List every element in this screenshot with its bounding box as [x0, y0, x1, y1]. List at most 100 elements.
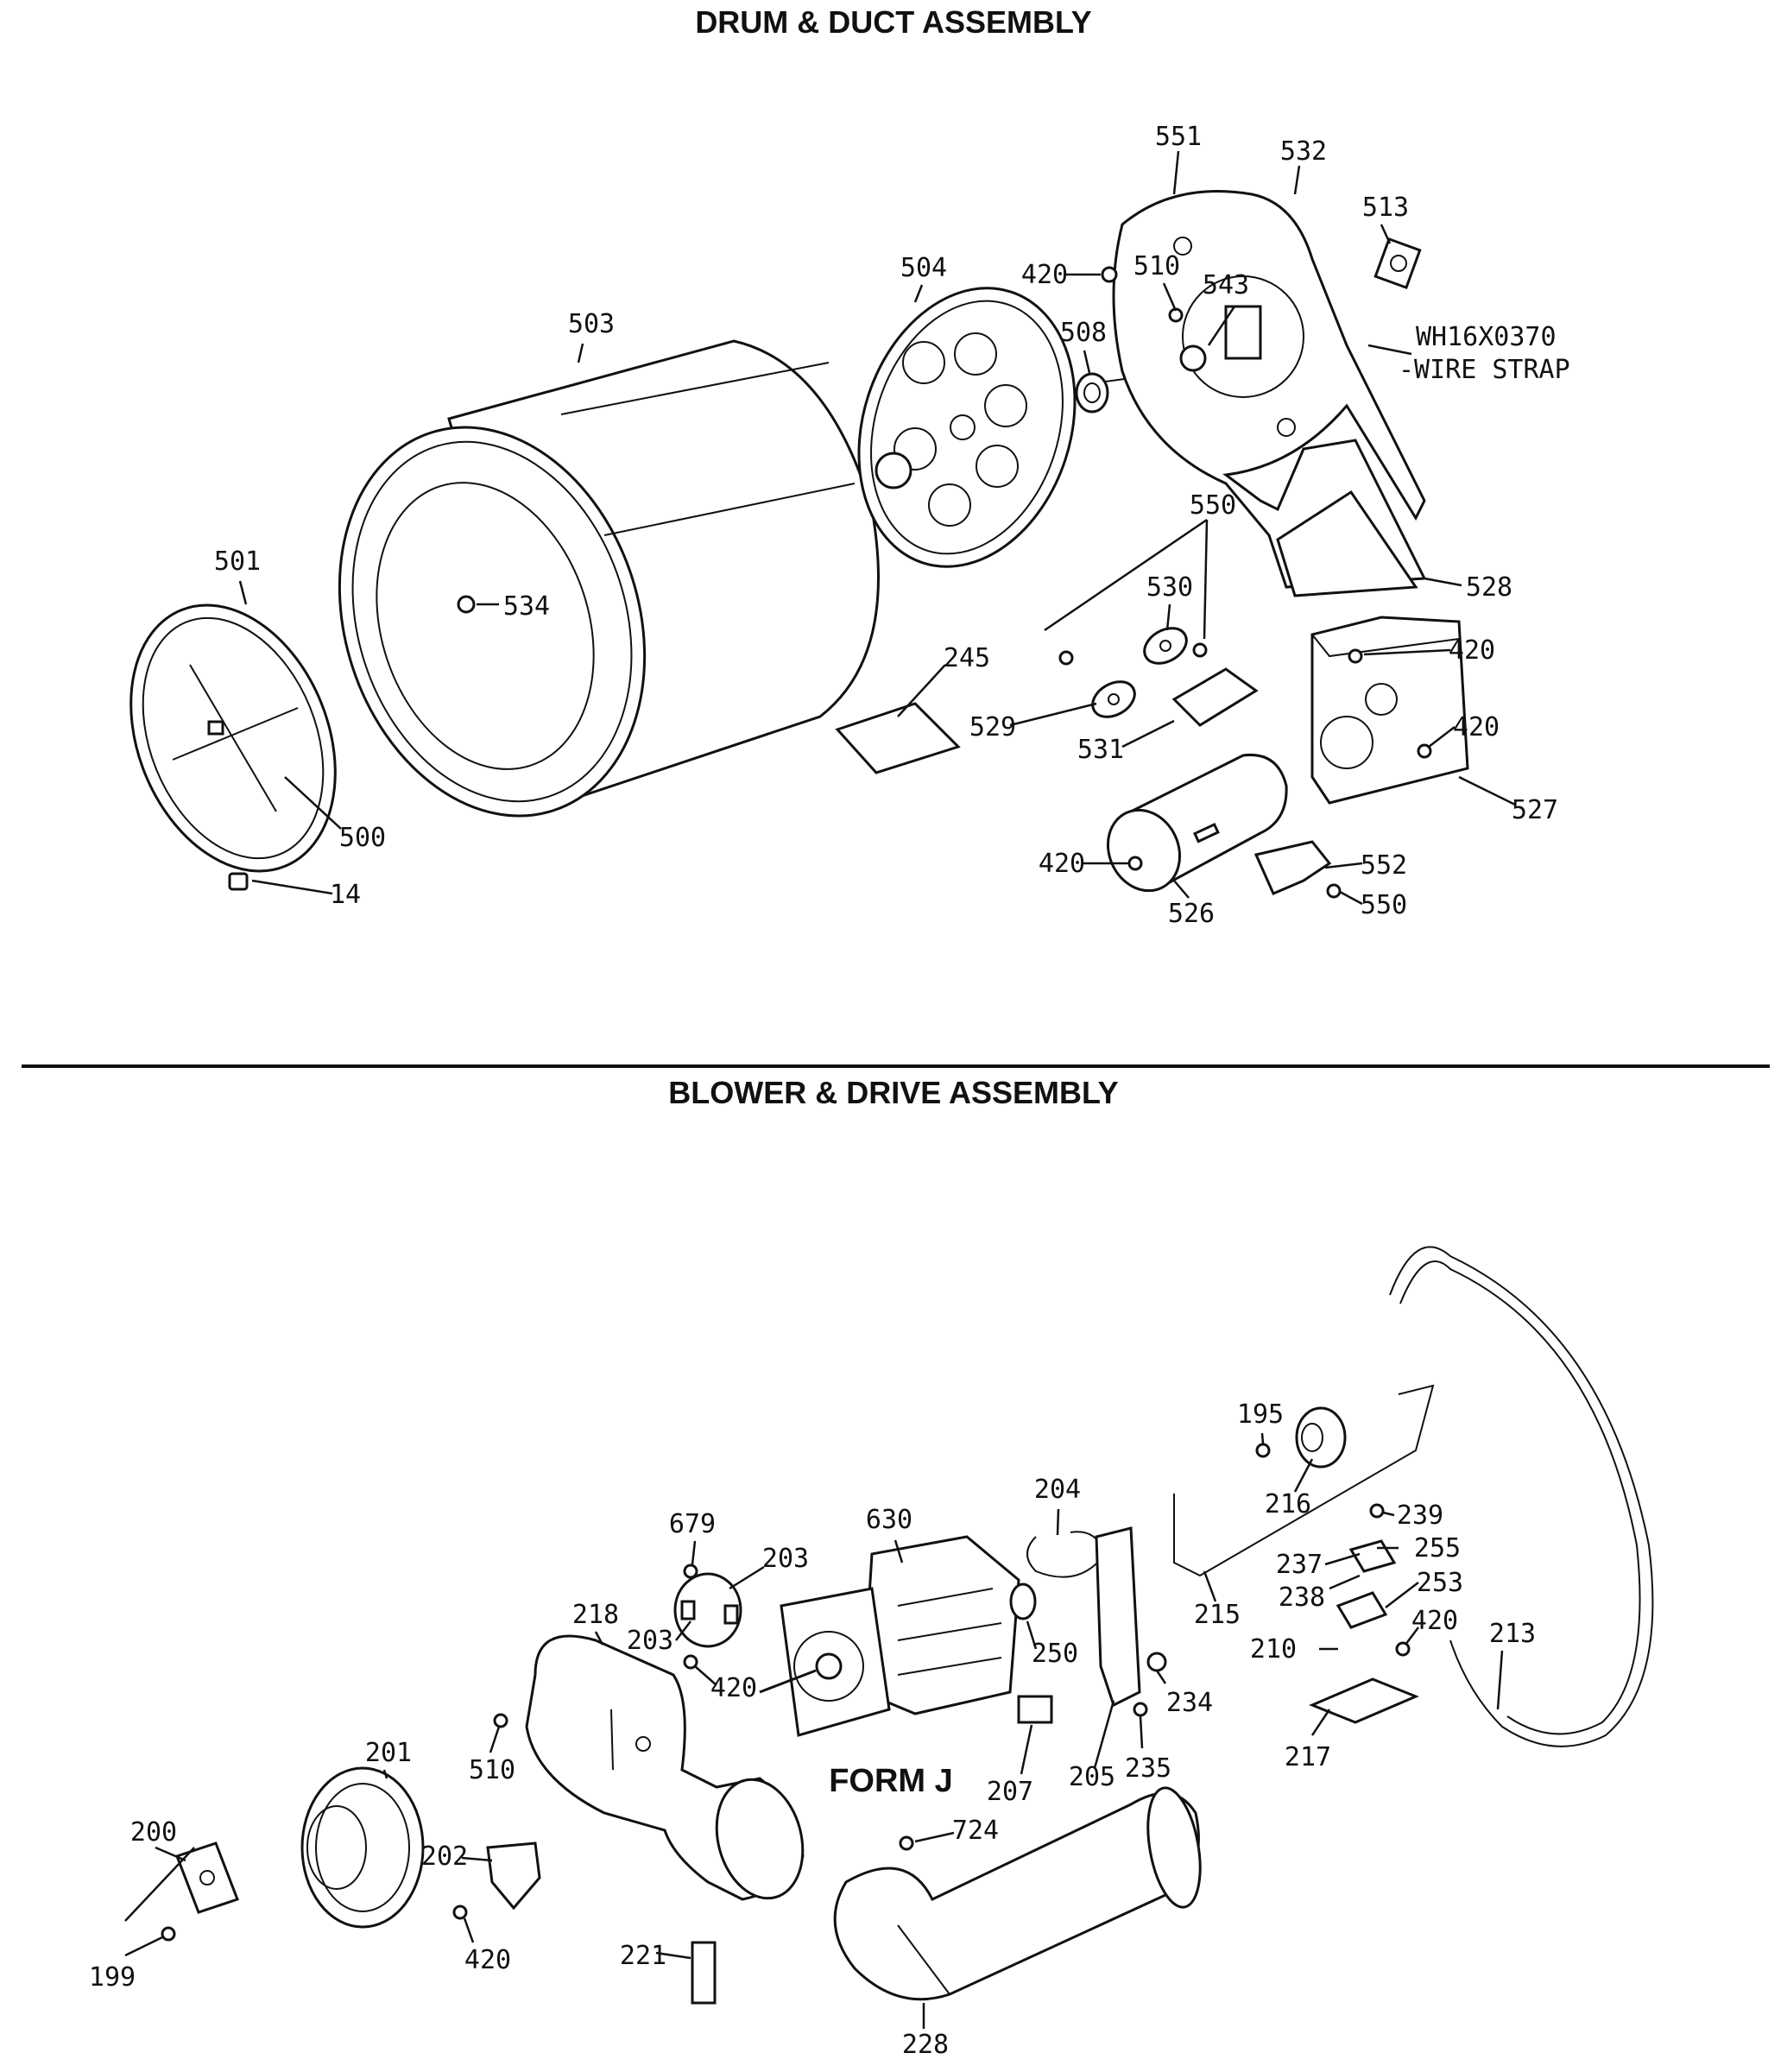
part-201-blower-wheel [300, 1766, 425, 1929]
callout-552: 552 [1361, 850, 1407, 881]
callout-250: 250 [1032, 1639, 1078, 1669]
callout-237: 237 [1276, 1550, 1323, 1580]
callout-228: 228 [902, 2030, 949, 2060]
callout-218: 218 [572, 1600, 619, 1630]
callout-420-lower-c: 420 [464, 1945, 511, 1975]
part-207-switch [1017, 1695, 1053, 1724]
wire-strap-part-number: WH16X0370 [1416, 322, 1557, 352]
part-527-bracket [1310, 616, 1469, 805]
part-501-seal-ring [129, 603, 337, 873]
part-530-thermostat [1143, 627, 1188, 665]
callout-420-upper-d: 420 [1039, 849, 1085, 879]
part-503-drum [338, 339, 880, 818]
form-label: FORM J [829, 1763, 953, 1799]
part-531-plate [1171, 667, 1259, 727]
callout-501: 501 [214, 546, 261, 577]
part-216-idler-pulley [1295, 1406, 1347, 1469]
callout-239: 239 [1397, 1500, 1443, 1531]
part-513-thermostat [1373, 237, 1422, 290]
callout-195: 195 [1237, 1399, 1284, 1430]
callout-420-upper-b: 420 [1449, 635, 1495, 666]
callout-253: 253 [1417, 1568, 1463, 1598]
part-508-bearing [1075, 372, 1132, 414]
callout-503: 503 [568, 309, 615, 339]
callout-210: 210 [1250, 1634, 1297, 1665]
callout-510-upper: 510 [1133, 251, 1180, 281]
callout-508: 508 [1060, 318, 1107, 348]
callout-526: 526 [1168, 899, 1215, 929]
part-203-clamp [673, 1572, 742, 1648]
callout-550-lower: 550 [1361, 890, 1407, 920]
part-245-label [835, 702, 961, 774]
callout-543: 543 [1203, 270, 1249, 300]
part-200-bracket [175, 1841, 239, 1914]
callout-14: 14 [330, 880, 361, 910]
callout-528: 528 [1466, 572, 1512, 603]
callout-420-lower-a: 420 [1411, 1606, 1458, 1636]
callout-531: 531 [1077, 735, 1124, 765]
part-630-motor [759, 1535, 1020, 1737]
callout-221: 221 [620, 1941, 666, 1971]
callout-551: 551 [1155, 122, 1202, 152]
part-205-mount [1095, 1526, 1141, 1708]
callout-204: 204 [1034, 1475, 1081, 1505]
callout-203-lower: 203 [627, 1626, 673, 1656]
leader-lines [124, 150, 1516, 2029]
callout-255: 255 [1414, 1533, 1461, 1563]
callout-530: 530 [1146, 572, 1193, 603]
callout-216: 216 [1265, 1489, 1311, 1519]
part-210-bracket [1336, 1591, 1388, 1629]
callout-238: 238 [1279, 1582, 1325, 1613]
callout-205: 205 [1069, 1762, 1115, 1792]
part-552-terminal [1253, 840, 1332, 895]
part-529-thermostat [1091, 680, 1136, 718]
blower-drive-heading: BLOWER & DRIVE ASSEMBLY [668, 1075, 1118, 1110]
callout-630: 630 [866, 1505, 912, 1535]
callout-513: 513 [1362, 193, 1409, 223]
callout-534: 534 [503, 591, 550, 622]
part-217-base [1309, 1677, 1419, 1724]
callout-217: 217 [1285, 1742, 1331, 1772]
callout-234: 234 [1166, 1688, 1213, 1718]
callout-420-upper-a: 420 [1021, 260, 1068, 290]
part-228-exhaust-duct [833, 1786, 1202, 2001]
callout-550-upper: 550 [1190, 490, 1236, 521]
part-504-rear-panel [857, 287, 1077, 568]
part-14-clip [228, 872, 249, 891]
callout-213: 213 [1489, 1619, 1536, 1649]
callout-245: 245 [944, 643, 990, 673]
callout-199: 199 [89, 1962, 136, 1993]
callout-200: 200 [130, 1817, 177, 1848]
callout-420-upper-c: 420 [1453, 712, 1500, 742]
screws-upper [1058, 266, 1432, 899]
drum-duct-heading: DRUM & DUCT ASSEMBLY [695, 4, 1091, 40]
callout-235: 235 [1125, 1753, 1171, 1784]
part-215-idler-arm [1173, 1384, 1435, 1577]
callout-504: 504 [900, 253, 947, 283]
callout-420-lower-b: 420 [710, 1673, 757, 1703]
callout-207: 207 [987, 1777, 1033, 1807]
part-204-clamp [1026, 1531, 1107, 1578]
part-221-filter [691, 1941, 717, 2005]
callout-203-upper: 203 [762, 1544, 809, 1574]
callout-201: 201 [365, 1738, 412, 1768]
callout-215: 215 [1194, 1600, 1241, 1630]
screws-lower [161, 1443, 1411, 1942]
callout-527: 527 [1512, 795, 1558, 825]
wire-strap-label: -WIRE STRAP [1399, 355, 1570, 385]
callout-510-lower: 510 [469, 1755, 515, 1785]
part-532-blower-housing [1112, 190, 1427, 589]
part-528-duct [1276, 490, 1418, 597]
callout-724: 724 [952, 1816, 999, 1846]
part-526-heater [1106, 753, 1288, 893]
part-213-belt [1389, 1246, 1654, 1747]
callout-532: 532 [1280, 136, 1327, 167]
part-218-blower-housing [525, 1634, 805, 1901]
part-237-bracket [1348, 1539, 1397, 1573]
callout-202: 202 [421, 1841, 468, 1872]
part-250-pulley [1009, 1582, 1037, 1620]
part-202-seal [486, 1841, 541, 1911]
callout-679: 679 [669, 1509, 716, 1539]
